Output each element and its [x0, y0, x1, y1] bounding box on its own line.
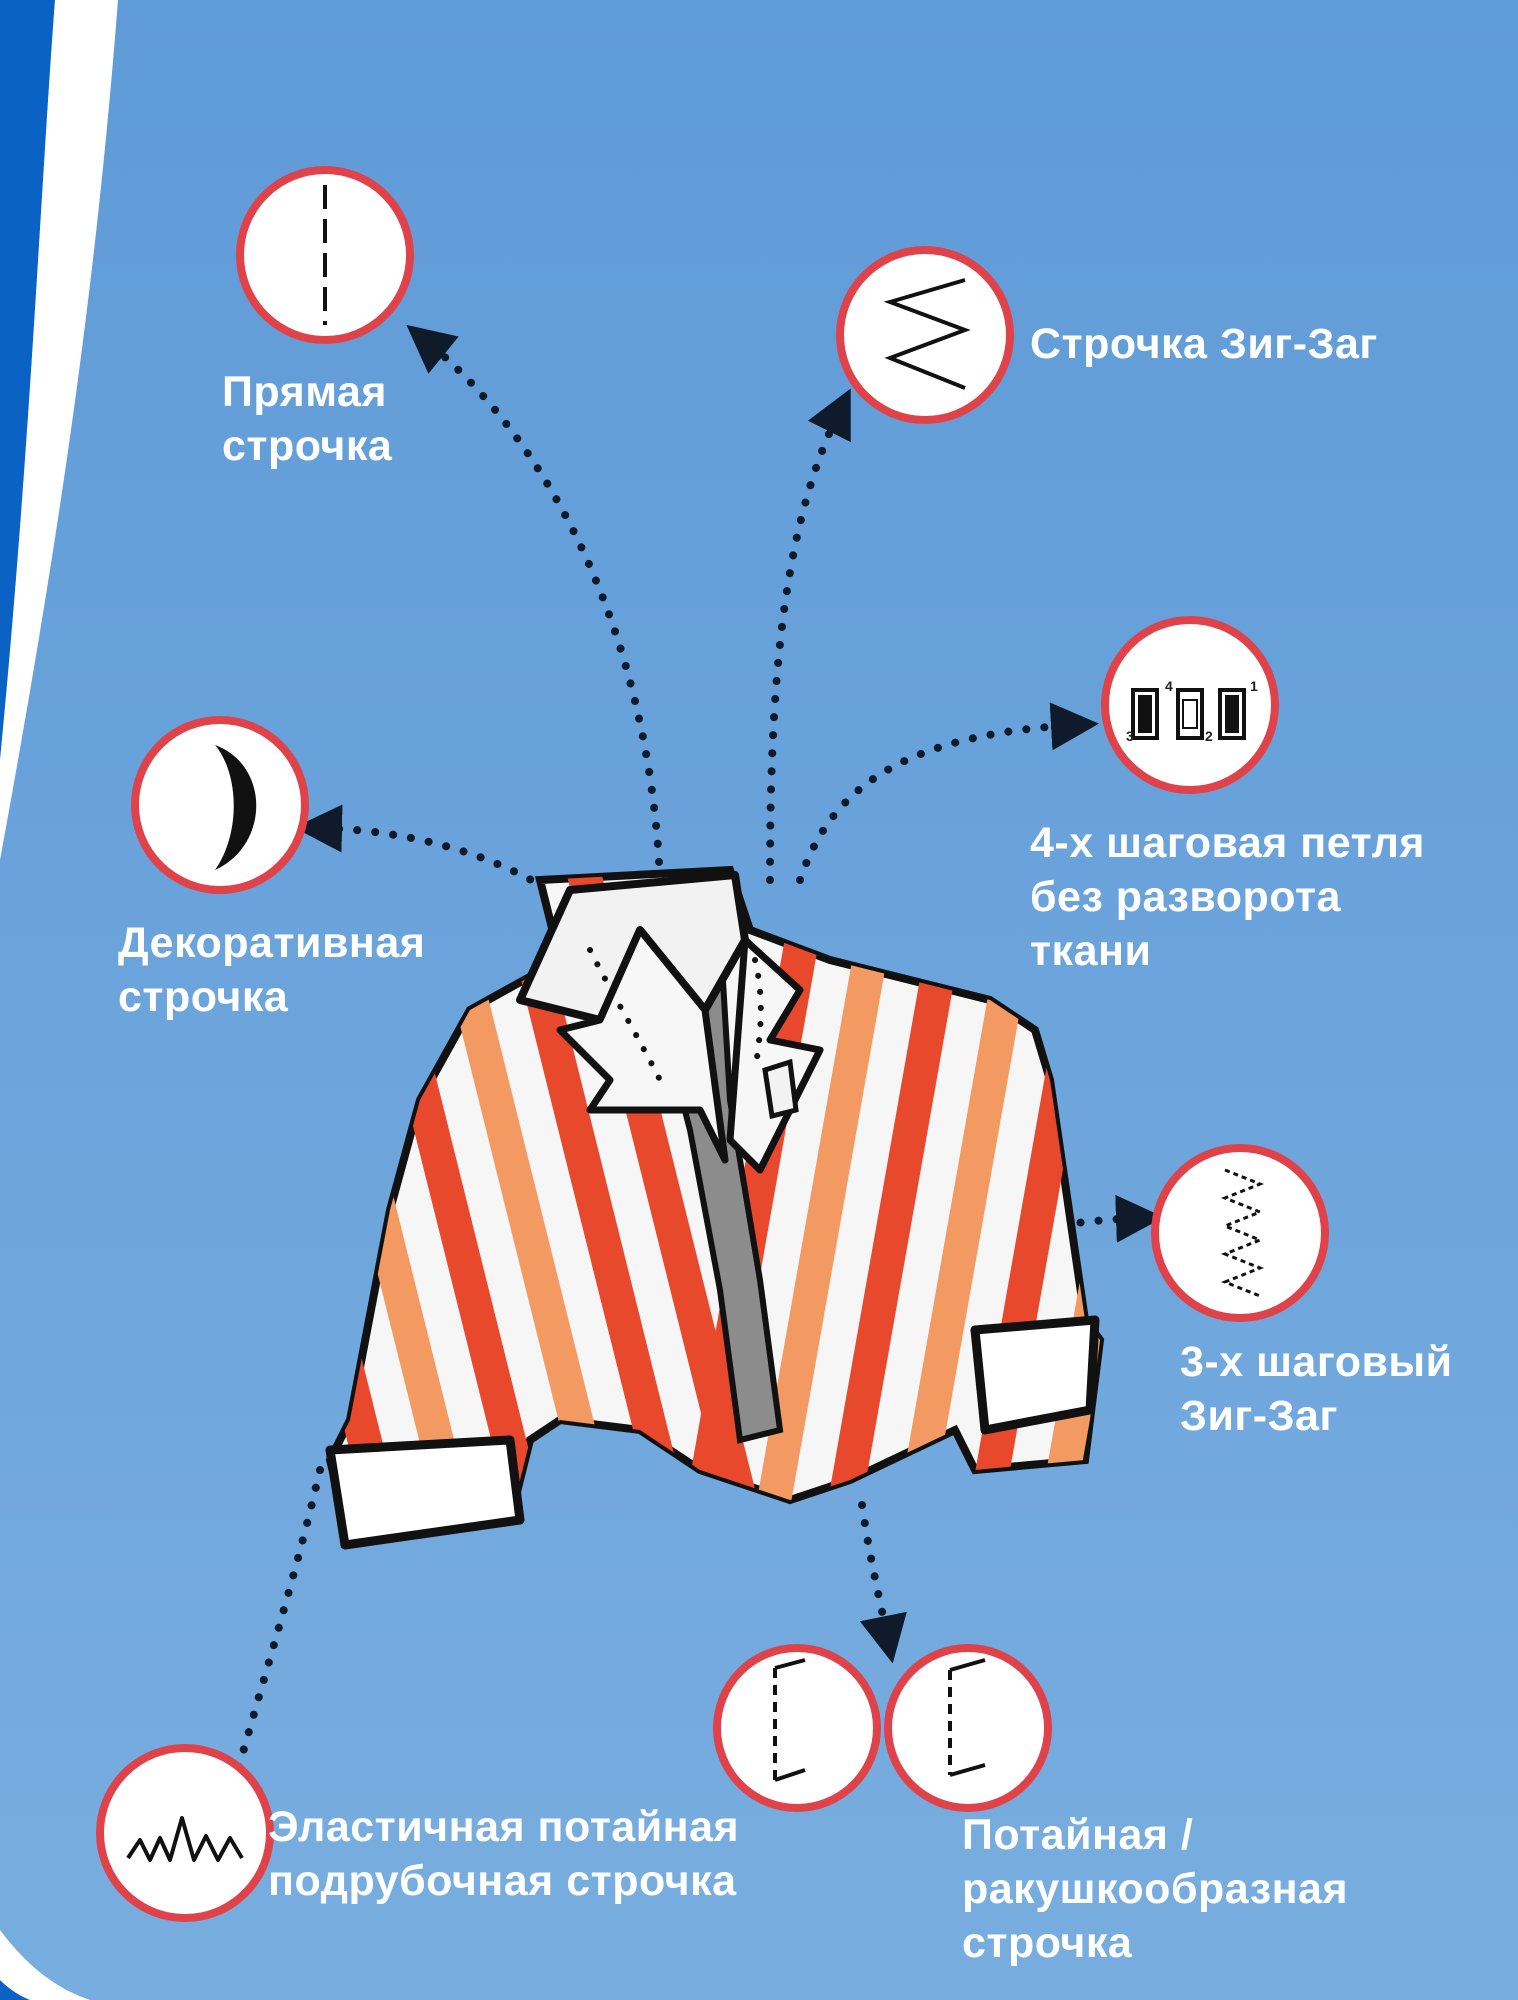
stitch-icon-elastic-blind-hem — [96, 1744, 274, 1922]
buttonhole-step-4: 4 — [1165, 678, 1173, 694]
stitch-icon-three-step-zigzag — [1151, 1144, 1329, 1322]
bottom-white-curve — [0, 1930, 90, 2000]
bottom-blue-curve — [0, 1980, 30, 2000]
label-line: строчка — [962, 1919, 1133, 1967]
buttonhole-step-1: 1 — [1250, 678, 1258, 694]
buttonhole-step-2: 2 — [1205, 728, 1213, 744]
label-line: без разворота — [1030, 873, 1341, 921]
label-zigzag-stitch: Строчка Зиг-Заг — [1030, 317, 1378, 371]
left-blue-panel — [0, 0, 55, 760]
label-elastic-blind-hem: Эластичная потайная подрубочная строчка — [268, 1800, 739, 1908]
label-straight-stitch: Прямая строчка — [222, 365, 392, 473]
label-line: Декоративная — [118, 919, 426, 967]
label-buttonhole-stitch: 4-х шаговая петля без разворота ткани — [1030, 816, 1425, 978]
stitch-icon-buttonhole — [1101, 616, 1279, 794]
label-line: строчка — [222, 422, 393, 470]
buttonhole-step-3: 3 — [1126, 728, 1134, 744]
stitch-icon-straight — [236, 166, 414, 344]
stitch-icon-zigzag — [836, 246, 1014, 424]
label-line: Зиг-Заг — [1180, 1392, 1338, 1440]
left-panel-white-edge — [0, 0, 118, 860]
label-blind-shell-stitch: Потайная / ракушкообразная строчка — [962, 1808, 1348, 1970]
label-line: Строчка Зиг-Заг — [1030, 320, 1378, 368]
label-line: Прямая — [222, 368, 387, 416]
arrow-to-zigzag-stitch — [766, 388, 851, 884]
label-line: 4-х шаговая петля — [1030, 819, 1425, 867]
label-line: Эластичная потайная — [268, 1803, 740, 1851]
arrow-to-buttonhole-stitch — [796, 702, 1099, 884]
label-line: подрубочная строчка — [268, 1857, 737, 1905]
label-line: строчка — [118, 973, 289, 1021]
label-line: ткани — [1030, 927, 1152, 975]
stitch-icon-blind-hem — [713, 1644, 881, 1812]
label-line: Потайная / — [962, 1811, 1194, 1859]
label-decorative-stitch: Декоративная строчка — [118, 916, 425, 1024]
stitch-icon-decorative — [131, 716, 309, 894]
arrow-to-three-step-zigzag — [951, 1194, 1164, 1244]
arrow-to-blind-shell-stitch — [858, 1501, 907, 1664]
label-line: ракушкообразная — [962, 1865, 1349, 1913]
label-line: 3-х шаговый — [1180, 1338, 1453, 1386]
stitch-icon-shell — [884, 1644, 1052, 1812]
label-three-step-zigzag: 3-х шаговый Зиг-Заг — [1180, 1335, 1453, 1443]
arrow-to-straight-stitch — [406, 324, 664, 884]
